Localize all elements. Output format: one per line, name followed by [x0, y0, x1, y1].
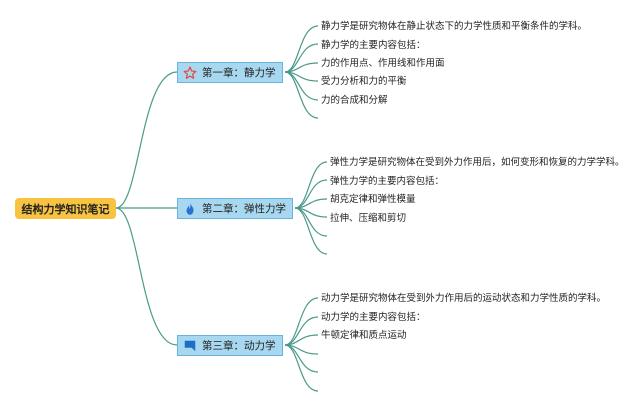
- leaf-link-3-5: [284, 344, 319, 373]
- leaf-link-1-6: [284, 71, 319, 119]
- root-link-1: [115, 71, 178, 209]
- chapter-label: 第一章：静力学: [202, 67, 276, 79]
- leaf-link-2-5: [294, 207, 328, 237]
- leaf-link-2-6: [294, 207, 328, 255]
- leaf-item[interactable]: 动力学是研究物体在受到外力作用后的运动状态和力学性质的学科。: [321, 293, 607, 304]
- root-link-3: [115, 207, 178, 346]
- leaf-item[interactable]: 胡克定律和弹性模量: [330, 194, 416, 205]
- flag-square-icon: [182, 338, 198, 354]
- leaf-item[interactable]: 受力分析和力的平衡: [321, 76, 407, 87]
- leaf-link-1-2: [284, 43, 319, 73]
- chapter-node-2[interactable]: 第二章：弹性力学: [177, 198, 293, 219]
- leaf-link-1-5: [284, 71, 319, 101]
- leaf-item[interactable]: 动力学的主要内容包括：: [321, 312, 426, 323]
- leaf-link-3-2: [284, 316, 319, 346]
- leaf-item[interactable]: 静力学的主要内容包括：: [321, 40, 426, 51]
- leaf-item[interactable]: 牛顿定律和质点运动: [321, 330, 407, 341]
- leaf-link-1-1: [284, 25, 319, 73]
- leaf-link-2-2: [294, 179, 328, 209]
- chapter-label: 第二章：弹性力学: [202, 203, 286, 215]
- leaf-link-2-1: [294, 161, 328, 209]
- leaf-item[interactable]: 拉伸、压缩和剪切: [330, 213, 407, 224]
- star-outline-icon: [182, 65, 198, 81]
- chapter-node-3[interactable]: 第三章：动力学: [177, 335, 283, 356]
- root-node-label: 结构力学知识笔记: [21, 202, 110, 216]
- leaf-item[interactable]: 力的合成和分解: [321, 95, 388, 106]
- chapter-label: 第三章：动力学: [202, 340, 276, 352]
- leaf-link-3-6: [284, 344, 319, 392]
- flame-icon: [182, 201, 198, 217]
- leaf-item[interactable]: 力的作用点、作用线和作用面: [321, 58, 445, 69]
- leaf-item[interactable]: 静力学是研究物体在静止状态下的力学性质和平衡条件的学科。: [321, 21, 588, 32]
- leaf-item[interactable]: 弹性力学的主要内容包括：: [330, 176, 445, 187]
- leaf-link-3-1: [284, 297, 319, 346]
- leaf-item[interactable]: 弹性力学是研究物体在受到外力作用后，如何变形和恢复的力学学科。: [330, 157, 625, 168]
- root-node[interactable]: 结构力学知识笔记: [15, 198, 116, 219]
- chapter-node-1[interactable]: 第一章：静力学: [177, 62, 283, 83]
